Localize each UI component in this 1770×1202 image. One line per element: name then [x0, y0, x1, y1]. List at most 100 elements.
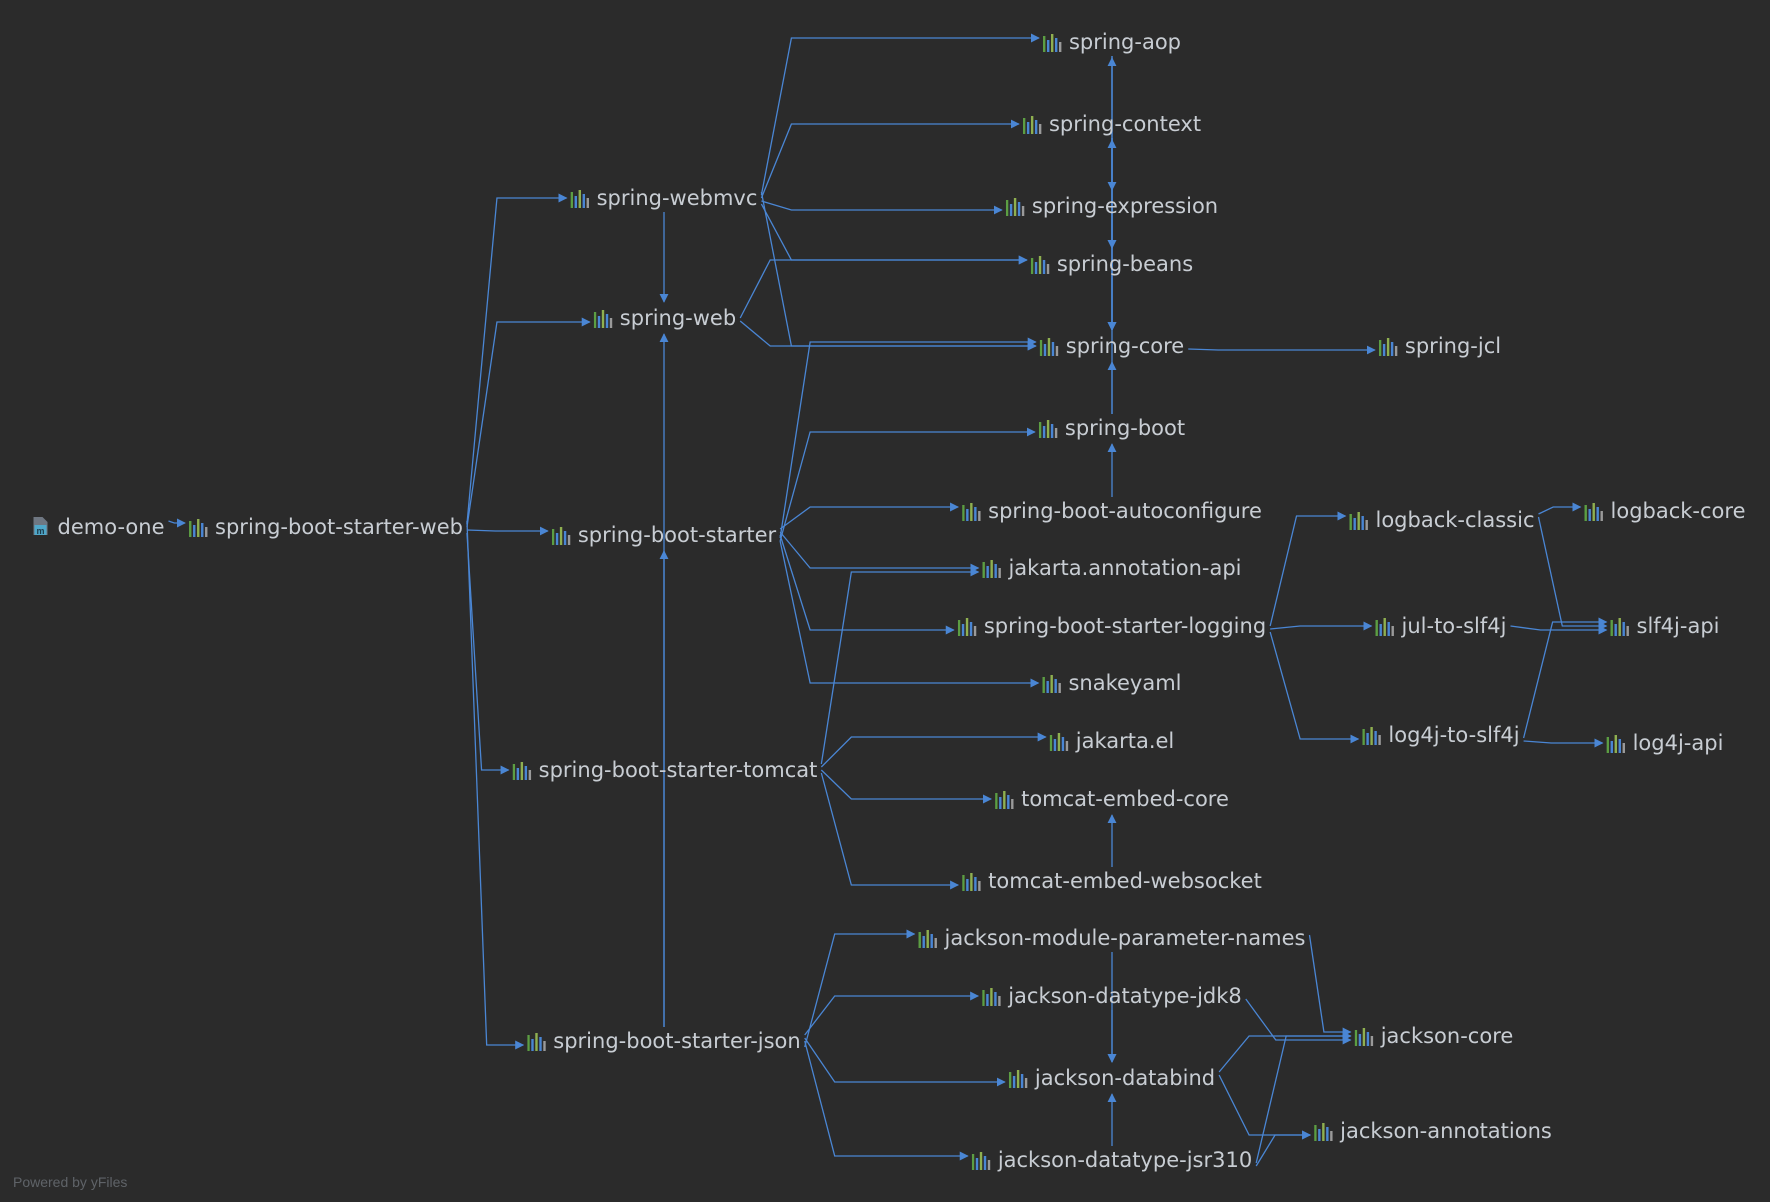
edge-sbs-to-snake [779, 540, 1040, 688]
node-label: jackson-module-parameter-names [944, 926, 1306, 950]
edge-sbst-to-jakel [820, 732, 1047, 768]
node-label: spring-aop [1068, 30, 1182, 54]
library-bars-icon [1354, 1026, 1375, 1046]
node-label: spring-boot-starter [577, 523, 777, 547]
node-label: spring-jcl [1404, 334, 1502, 358]
node-label: spring-beans [1056, 252, 1194, 276]
powered-by-footer: Powered by yFiles [13, 1174, 128, 1190]
node-label: spring-boot [1064, 416, 1186, 440]
edge-sbsw-to-web [466, 317, 591, 528]
node-label: snakeyaml [1068, 671, 1182, 695]
edge-lbclassic-to-lbcore [1538, 502, 1582, 515]
node-spring-boot-starter-web[interactable]: spring-boot-starter-web [189, 513, 463, 541]
library-bars-icon [1008, 1068, 1029, 1088]
library-bars-icon [1314, 1121, 1334, 1141]
edge-log4j-to-slf4j [1522, 617, 1608, 739]
node-snakeyaml[interactable]: snakeyaml [1042, 669, 1182, 697]
library-bars-icon [957, 616, 978, 636]
edge-sbsj-to-jdk8 [804, 991, 980, 1036]
node-spring-web[interactable]: spring-web [593, 304, 737, 332]
node-label: spring-boot-autoconfigure [988, 499, 1262, 523]
node-spring-boot-starter-logging[interactable]: spring-boot-starter-logging [957, 612, 1266, 640]
edge-sbsj-to-databind [804, 1037, 1006, 1087]
edge-jsr310-to-jann [1255, 1130, 1312, 1167]
node-label: spring-web [619, 306, 737, 330]
node-log4j-to-slf4j[interactable]: log4j-to-slf4j [1362, 721, 1520, 749]
edge-sbs-to-autoconf [779, 502, 960, 530]
node-spring-boot-autoconfigure[interactable]: spring-boot-autoconfigure [962, 497, 1262, 525]
node-label: jakarta.annotation-api [1008, 556, 1242, 580]
library-bars-icon [962, 501, 982, 521]
edge-demo-one-to-sbsw [168, 518, 186, 528]
node-jackson-datatype-jdk8[interactable]: jackson-datatype-jdk8 [982, 982, 1242, 1010]
node-label: tomcat-embed-core [1021, 787, 1229, 811]
edge-sbs-to-boot [779, 427, 1036, 542]
node-jackson-module-parameter-names[interactable]: jackson-module-parameter-names [918, 924, 1306, 952]
library-bars-icon [1606, 733, 1627, 753]
node-slf4j-api[interactable]: slf4j-api [1610, 612, 1720, 640]
node-spring-core[interactable]: spring-core [1039, 332, 1184, 360]
node-tomcat-embed-websocket[interactable]: tomcat-embed-websocket [962, 867, 1262, 895]
edge-sbsw-to-sbsj [466, 520, 525, 1050]
node-spring-boot-starter-json[interactable]: spring-boot-starter-json [527, 1027, 801, 1055]
edge-sbst-to-tcore [820, 769, 993, 804]
node-label: spring-boot-starter-web [215, 515, 463, 539]
edge-sbsw-to-webmvc [466, 193, 568, 525]
node-jackson-annotations[interactable]: jackson-annotations [1314, 1117, 1552, 1145]
node-label: logback-core [1610, 499, 1746, 523]
node-spring-expression[interactable]: spring-expression [1005, 192, 1218, 220]
node-label: demo-one [57, 515, 165, 539]
library-bars-icon [1362, 725, 1382, 745]
node-log4j-api[interactable]: log4j-api [1606, 729, 1723, 757]
node-spring-boot-starter-tomcat[interactable]: spring-boot-starter-tomcat [512, 756, 818, 784]
node-label: tomcat-embed-websocket [988, 869, 1262, 893]
edge-lbclassic-to-slf4j [1537, 516, 1608, 631]
node-jakarta-annotation-api[interactable]: jakarta.annotation-api [982, 554, 1242, 582]
node-spring-boot[interactable]: spring-boot [1038, 414, 1186, 442]
node-tomcat-embed-core[interactable]: tomcat-embed-core [995, 785, 1229, 813]
node-label: slf4j-api [1636, 614, 1720, 638]
node-logback-classic[interactable]: logback-classic [1349, 506, 1535, 534]
edge-webmvc-to-core [760, 191, 1037, 351]
edge-jmpn-to-jcore [1308, 934, 1352, 1037]
node-label: jul-to-slf4j [1401, 614, 1507, 638]
node-spring-aop[interactable]: spring-aop [1042, 28, 1182, 56]
node-jakarta-el[interactable]: jakarta.el [1049, 727, 1174, 755]
library-bars-icon [1022, 114, 1043, 134]
edge-sbst-to-tws [820, 772, 960, 890]
library-bars-icon [189, 517, 209, 537]
edge-sbsj-to-jsr310 [804, 1040, 969, 1161]
library-bars-icon [1005, 196, 1026, 216]
node-jul-to-slf4j[interactable]: jul-to-slf4j [1375, 612, 1507, 640]
node-label: spring-webmvc [596, 186, 758, 210]
node-spring-webmvc[interactable]: spring-webmvc [570, 184, 758, 212]
library-bars-icon [1042, 32, 1063, 52]
library-bars-icon [1038, 418, 1059, 438]
node-logback-core[interactable]: logback-core [1584, 497, 1746, 525]
edge-sbsw-to-sbst [466, 532, 510, 775]
library-bars-icon [962, 871, 982, 891]
library-bars-icon [527, 1031, 547, 1051]
edge-webmvc-to-expression [761, 200, 1003, 215]
node-spring-jcl[interactable]: spring-jcl [1378, 332, 1502, 360]
node-spring-boot-starter[interactable]: spring-boot-starter [551, 521, 777, 549]
edge-sbslog-to-lbclassic [1269, 511, 1347, 627]
node-demo-one[interactable]: m demo-one [32, 513, 165, 541]
node-jackson-datatype-jsr310[interactable]: jackson-datatype-jsr310 [971, 1146, 1252, 1174]
node-jackson-databind[interactable]: jackson-databind [1008, 1064, 1215, 1092]
edge-sbs-to-sbslog [779, 534, 955, 635]
library-bars-icon [593, 308, 614, 328]
library-bars-icon [1349, 510, 1369, 530]
edge-jdk8-to-jcore [1245, 998, 1352, 1045]
node-jackson-core[interactable]: jackson-core [1354, 1022, 1513, 1050]
edge-jsr310-to-jcore [1255, 1031, 1352, 1164]
edge-jul-to-slf4j [1510, 625, 1608, 635]
edge-webmvc-to-aop [760, 33, 1040, 196]
node-spring-context[interactable]: spring-context [1022, 110, 1202, 138]
node-label: spring-context [1048, 112, 1202, 136]
node-label: spring-boot-starter-tomcat [538, 758, 818, 782]
node-spring-beans[interactable]: spring-beans [1030, 250, 1194, 278]
library-bars-icon [982, 986, 1002, 1006]
edge-log4j-to-log4japi [1523, 738, 1604, 748]
